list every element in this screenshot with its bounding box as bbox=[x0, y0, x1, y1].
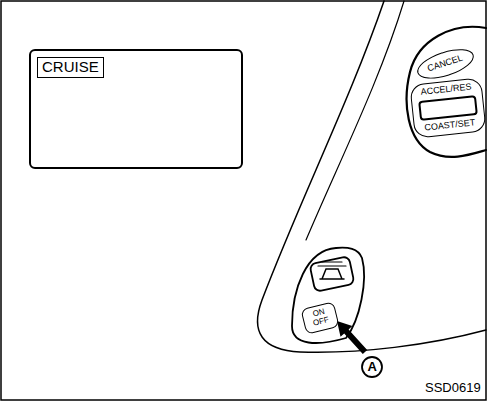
indicator-text: CRUISE bbox=[42, 59, 99, 76]
figure-code: SSD0619 bbox=[425, 381, 481, 395]
spoke-bevel bbox=[306, 1, 404, 240]
accel-coast-switch: ACCEL/RESCOAST/SET bbox=[409, 77, 486, 138]
distance-icon-bars bbox=[318, 262, 346, 266]
on-off-button: ON OFF bbox=[300, 301, 339, 334]
button-label: COAST/SET bbox=[424, 118, 476, 133]
button-label: ON OFF bbox=[307, 307, 333, 329]
lower-switch-bezel bbox=[292, 248, 364, 343]
rocker-button bbox=[418, 95, 478, 121]
spoke-outline bbox=[258, 1, 486, 352]
indicator-box: CRUISE bbox=[37, 57, 104, 78]
distance-button bbox=[310, 256, 355, 292]
button-label: CANCEL bbox=[426, 54, 464, 75]
distance-icon bbox=[320, 269, 344, 279]
pointer-arrow bbox=[337, 321, 367, 354]
switch-bezel bbox=[407, 27, 486, 157]
display-panel bbox=[30, 50, 242, 168]
callout-letter: A bbox=[368, 360, 377, 374]
callout-circle bbox=[362, 357, 382, 377]
